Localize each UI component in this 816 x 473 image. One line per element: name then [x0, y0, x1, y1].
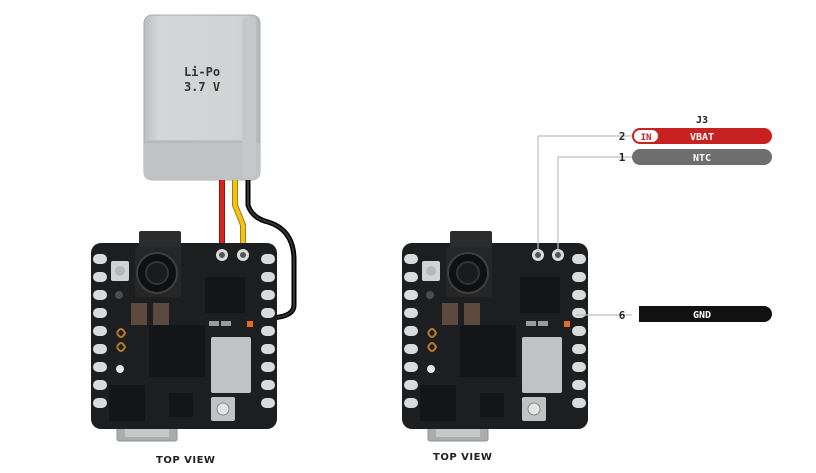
pin-direction-badge: IN — [641, 133, 652, 143]
right-view-caption: TOP VIEW — [433, 452, 493, 463]
pin-number-ntc: 1 — [619, 151, 626, 164]
board-right — [402, 231, 588, 442]
pin-number-vbat: 2 — [619, 130, 626, 143]
pin-leader-lines — [537, 135, 632, 316]
connector-name: J3 — [696, 115, 708, 126]
pin-signal-vbat: VBAT — [690, 132, 714, 143]
battery-voltage: 3.7 V — [184, 80, 220, 94]
pin-signal-ntc: NTC — [693, 153, 711, 164]
lipo-battery: Li-Po 3.7 V — [143, 14, 261, 181]
battery-chemistry: Li-Po — [184, 65, 220, 79]
pin-label-ntc: 1 NTC — [619, 149, 772, 165]
board-left — [91, 231, 277, 442]
pin-signal-gnd: GND — [693, 310, 711, 321]
pin-label-vbat: 2 IN VBAT — [619, 128, 772, 144]
left-view-caption: TOP VIEW — [156, 455, 216, 466]
pin-number-gnd: 6 — [619, 309, 626, 322]
battery-wires — [219, 180, 297, 321]
pin-label-gnd: 6 GND — [619, 306, 772, 322]
